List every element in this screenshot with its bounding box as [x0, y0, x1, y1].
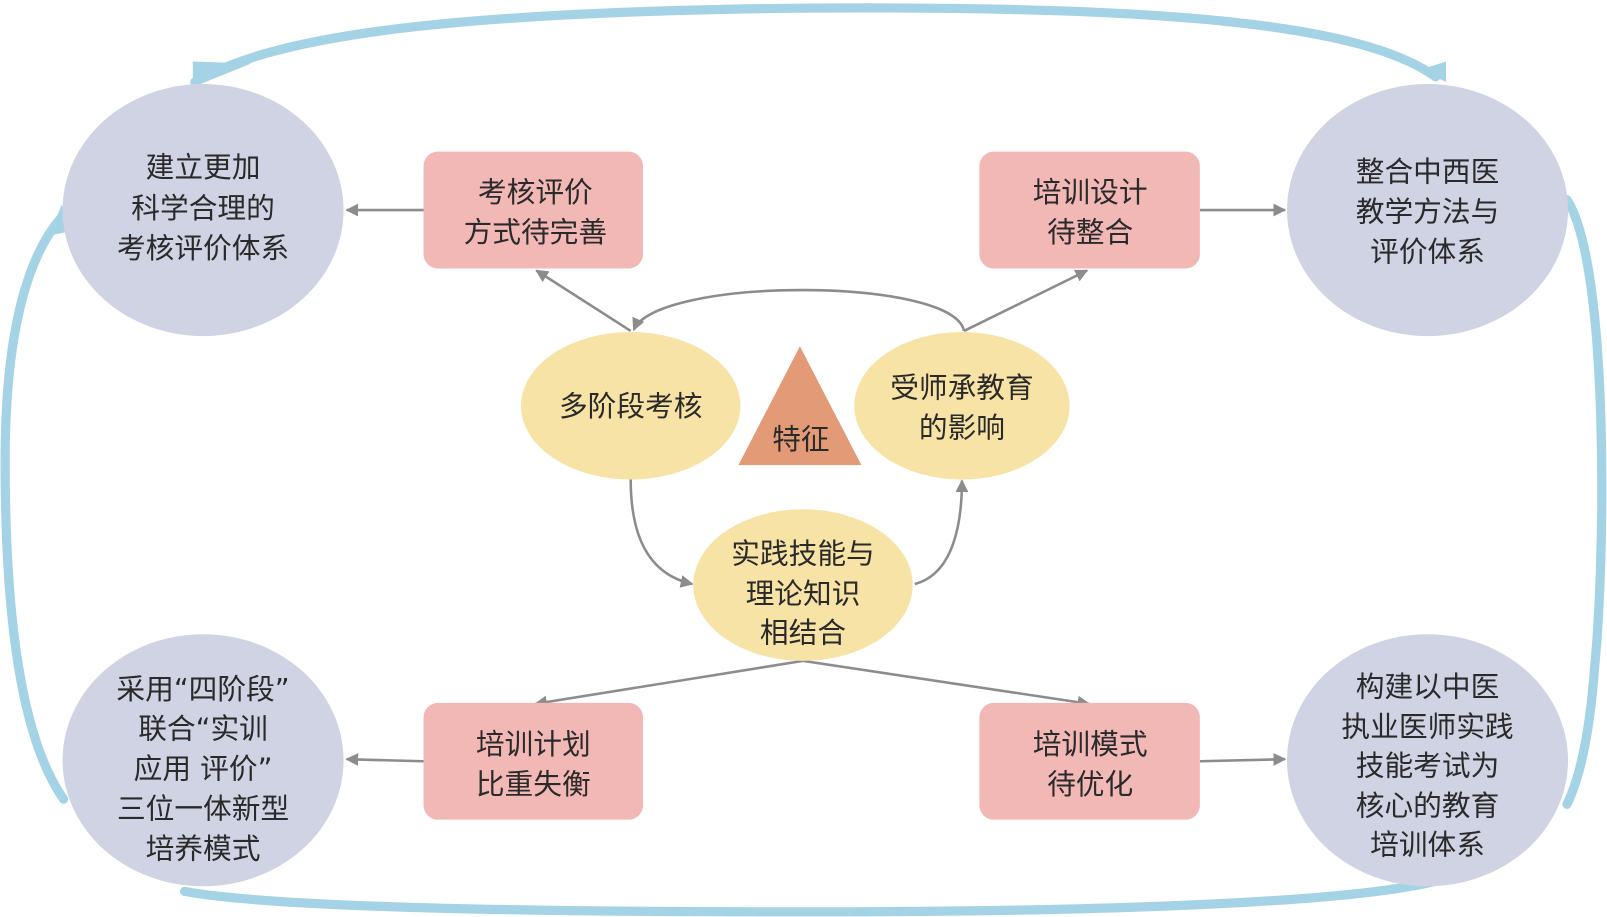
loop-arrowhead-icon: [192, 61, 252, 88]
solution-text: 构建以中医执业医师实践技能考试为核心的教育培训体系: [1341, 670, 1513, 862]
connector-arrows: [345, 203, 1287, 766]
solution-top-right: 整合中西医教学方法与评价体系: [1287, 84, 1569, 337]
problem-mode: 培训模式待优化: [979, 702, 1200, 820]
solution-text: 整合中西医教学方法与评价体系: [1356, 154, 1500, 268]
solution-top-left: 建立更加科学合理的考核评价体系: [62, 84, 344, 337]
solution-text: 建立更加科学合理的考核评价体系: [117, 150, 289, 265]
problem-plan: 培训计划比重失衡: [423, 702, 644, 820]
problem-text: 培训模式待优化: [1033, 727, 1148, 801]
problem-text: 培训计划比重失衡: [476, 727, 591, 801]
problem-text: 考核评价方式待完善: [464, 175, 608, 249]
outer-cycle-loop: [0, 3, 1607, 917]
problem-text: 培训设计待整合: [1033, 175, 1148, 249]
center-label: 特征: [772, 422, 829, 456]
feature-text: 多阶段考核: [559, 389, 703, 423]
feature-text: 实践技能与理论知识相结合: [731, 537, 875, 650]
loop-arrowhead-icon: [1420, 61, 1446, 82]
problem-assessment: 考核评价方式待完善: [423, 151, 644, 269]
triangle-icon: [738, 346, 862, 466]
feature-multi-stage: 多阶段考核: [520, 331, 741, 480]
center-feature-triangle: 特征: [738, 346, 862, 466]
feature-text: 受师承教育的影响: [890, 371, 1034, 445]
solution-text: 采用“四阶段”联合“实训应用 评价”三位一体新型培养模式: [116, 672, 289, 866]
feature-practice-theory: 实践技能与理论知识相结合: [693, 509, 913, 661]
solution-bottom-right: 构建以中医执业医师实践技能考试为核心的教育培训体系: [1287, 634, 1569, 887]
solution-bottom-left: 采用“四阶段”联合“实训应用 评价”三位一体新型培养模式: [62, 634, 344, 887]
feature-mentorship: 受师承教育的影响: [854, 331, 1070, 480]
problem-design: 培训设计待整合: [979, 151, 1200, 269]
